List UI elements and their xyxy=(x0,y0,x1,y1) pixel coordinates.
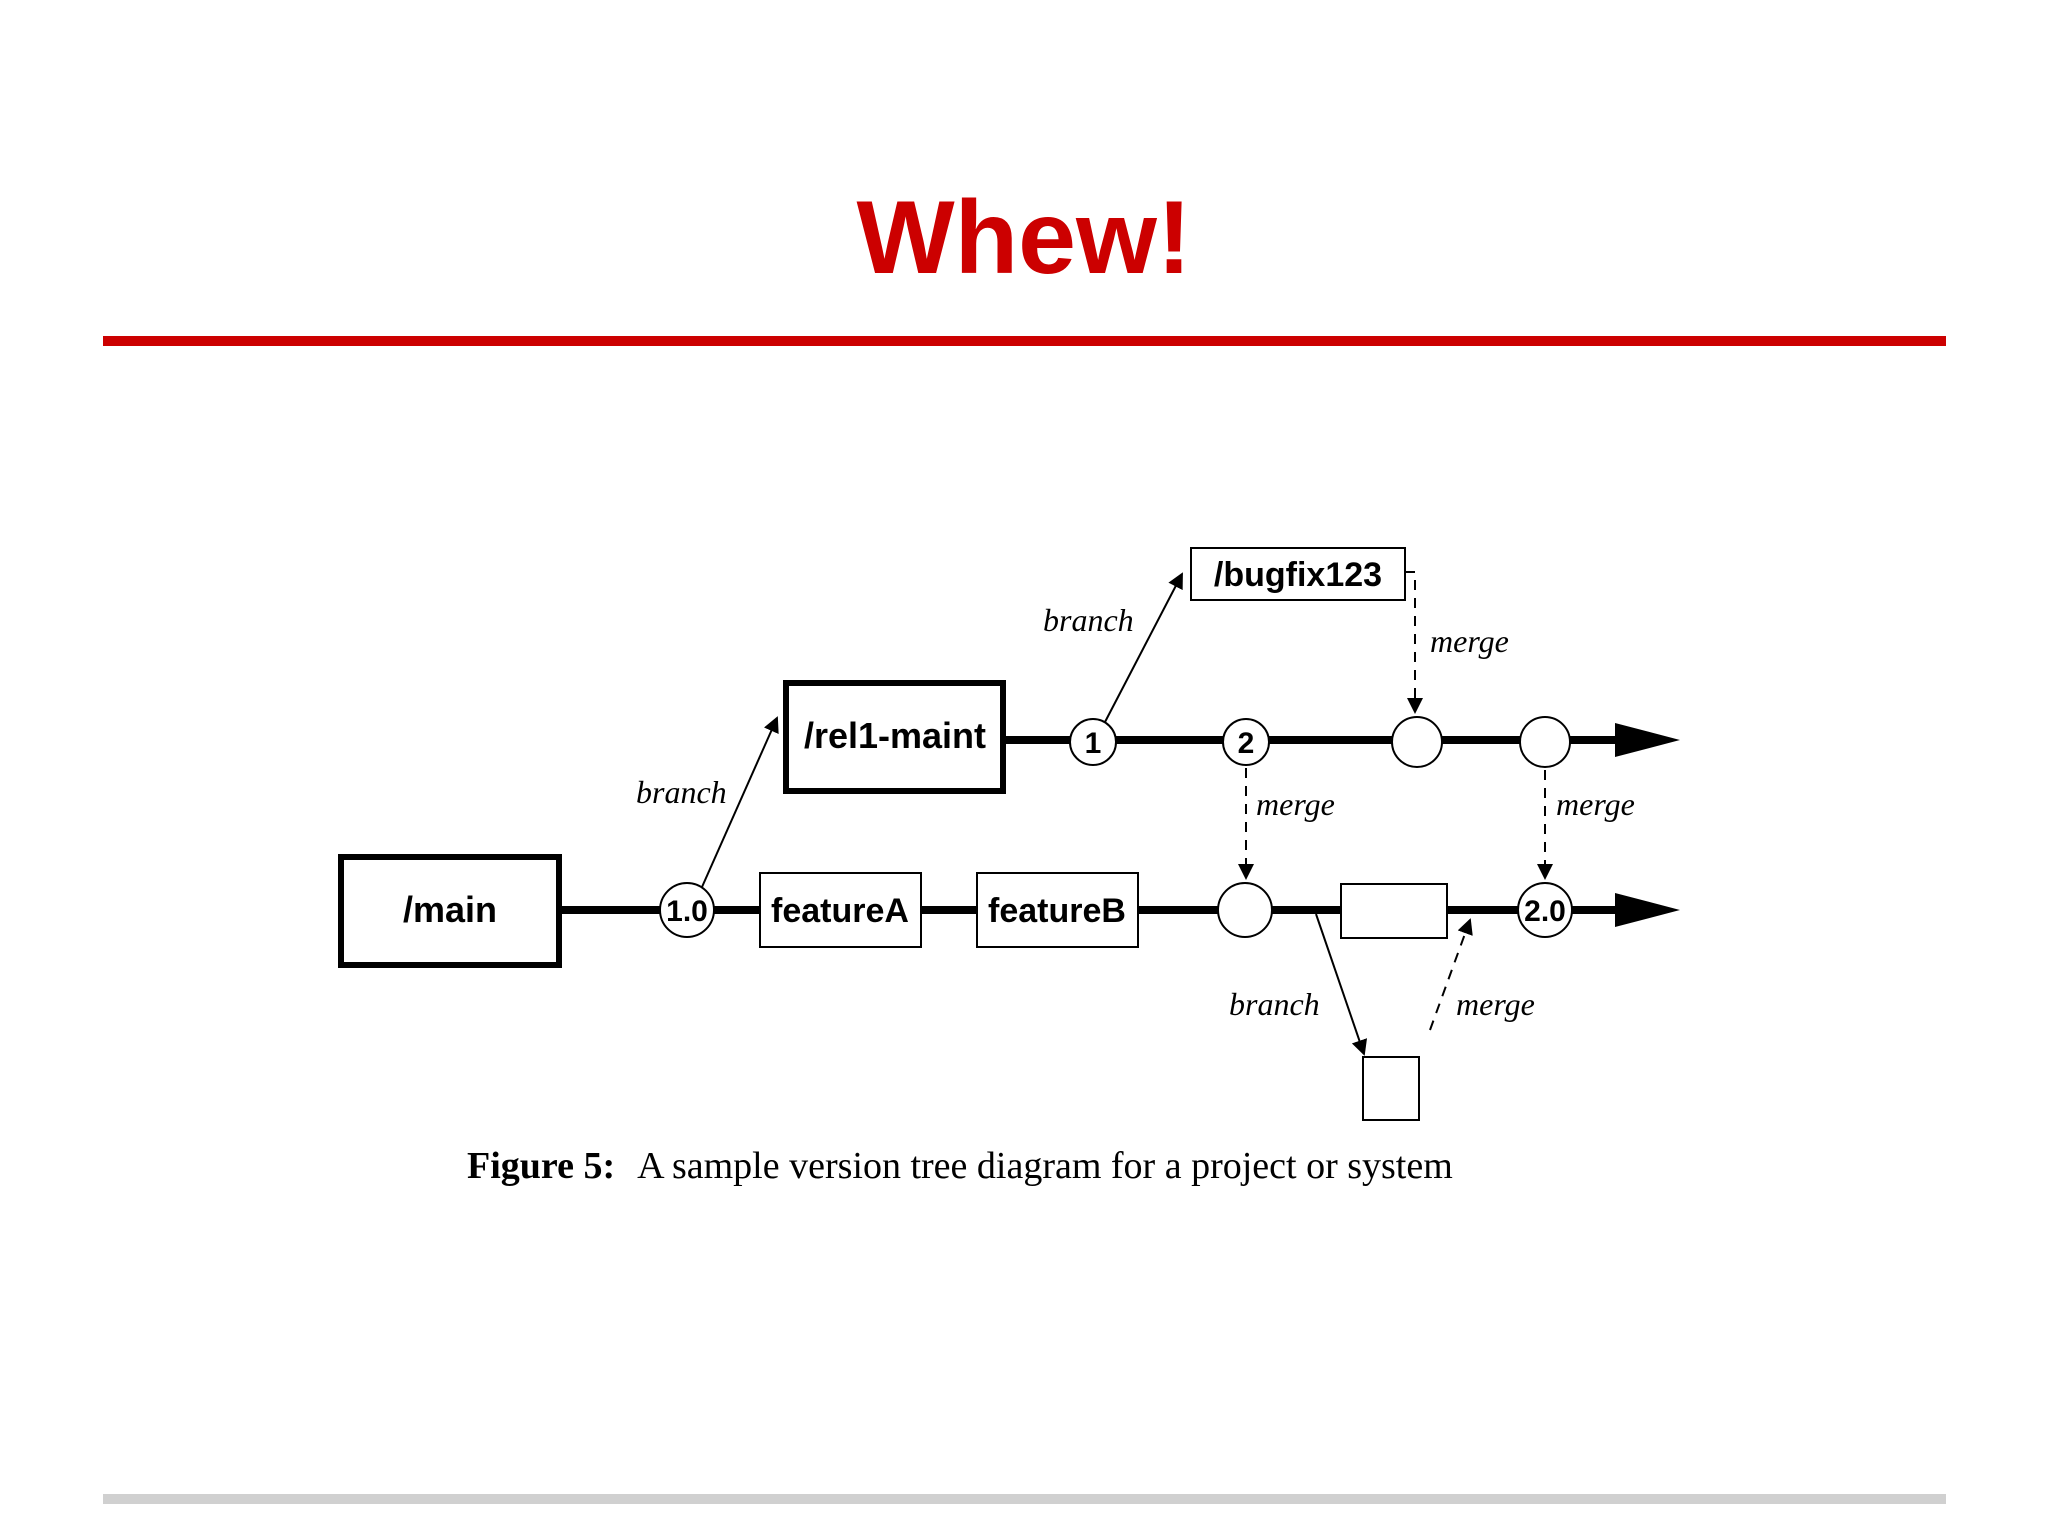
feature-b-box xyxy=(976,872,1139,948)
main-box xyxy=(338,854,562,968)
node-1-0 xyxy=(659,882,715,938)
lower-branch-box xyxy=(1362,1056,1420,1121)
node-rel1-end xyxy=(1519,716,1571,768)
node-2 xyxy=(1222,718,1270,766)
node-2-label: 2 xyxy=(1238,727,1255,760)
figure-caption: Figure 5: A sample version tree diagram … xyxy=(467,1145,1453,1187)
node-main-merge xyxy=(1217,882,1273,938)
node-2-0 xyxy=(1517,882,1573,938)
merge-label-2-main: merge xyxy=(1256,786,1335,822)
bugfix-box-label: /bugfix123 xyxy=(1214,556,1382,594)
branch-arrow-lower xyxy=(1315,913,1368,1056)
bugfix-box xyxy=(1190,547,1406,601)
node-2-0-label: 2.0 xyxy=(1524,895,1566,928)
merge-label-lower: merge xyxy=(1456,986,1535,1022)
merge-arrow-lower xyxy=(1429,918,1473,1031)
rel1-line-arrowhead xyxy=(1615,723,1680,757)
figure-caption-text: A sample version tree diagram for a proj… xyxy=(637,1145,1453,1187)
footer-rule xyxy=(103,1494,1946,1504)
node-rel1-merge xyxy=(1391,716,1443,768)
rel1-maint-box xyxy=(783,680,1006,794)
slide-title: Whew! xyxy=(856,180,1192,296)
branch-label-lower: branch xyxy=(1229,986,1320,1022)
feature-a-box-label: featureA xyxy=(771,892,909,930)
feature-a-box xyxy=(759,872,922,948)
figure-caption-label: Figure 5: xyxy=(467,1145,615,1187)
title-rule xyxy=(103,336,1946,346)
node-1-0-label: 1.0 xyxy=(666,895,708,928)
merge-label-bugfix: merge xyxy=(1430,623,1509,659)
branch-arrow-rel1 xyxy=(701,716,779,888)
branch-label-rel1: branch xyxy=(636,774,727,810)
node-1 xyxy=(1069,718,1117,766)
branch-label-bugfix: branch xyxy=(1043,602,1134,638)
node-1-label: 1 xyxy=(1085,727,1102,760)
merge-arrow-bugfix xyxy=(1405,571,1423,714)
branch-arrow-bugfix xyxy=(1104,572,1183,723)
merge-label-rel1-end: merge xyxy=(1556,786,1635,822)
feature-b-box-label: featureB xyxy=(988,892,1126,930)
main-line-arrowhead xyxy=(1615,893,1680,927)
main-empty-box xyxy=(1340,883,1448,939)
main-box-label: /main xyxy=(403,889,497,930)
rel1-maint-box-label: /rel1-maint xyxy=(804,715,986,756)
